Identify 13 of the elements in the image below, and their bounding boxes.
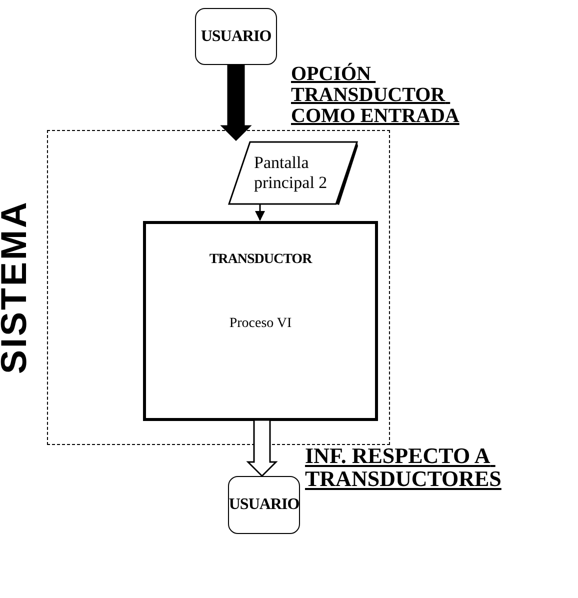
block-arrow bbox=[246, 419, 278, 478]
terminal-box: USUARIO bbox=[228, 476, 300, 534]
dashed-region bbox=[47, 130, 390, 445]
process-box bbox=[143, 221, 378, 421]
box-text: Proceso VI bbox=[228, 316, 293, 332]
edge-label: OPCIÓN TRANSDUCTOR COMO ENTRADA bbox=[291, 64, 460, 127]
region-title: SISTEMA bbox=[0, 200, 35, 374]
terminal-box: USUARIO bbox=[195, 8, 277, 65]
block-arrow bbox=[220, 64, 252, 142]
arrow bbox=[255, 204, 265, 221]
edge-label: INF. RESPECTO A TRANSDUCTORES bbox=[305, 444, 502, 490]
input-parallelogram: Pantalla principal 2 bbox=[228, 141, 358, 205]
box-heading: TRANSDUCTOR bbox=[208, 252, 314, 268]
